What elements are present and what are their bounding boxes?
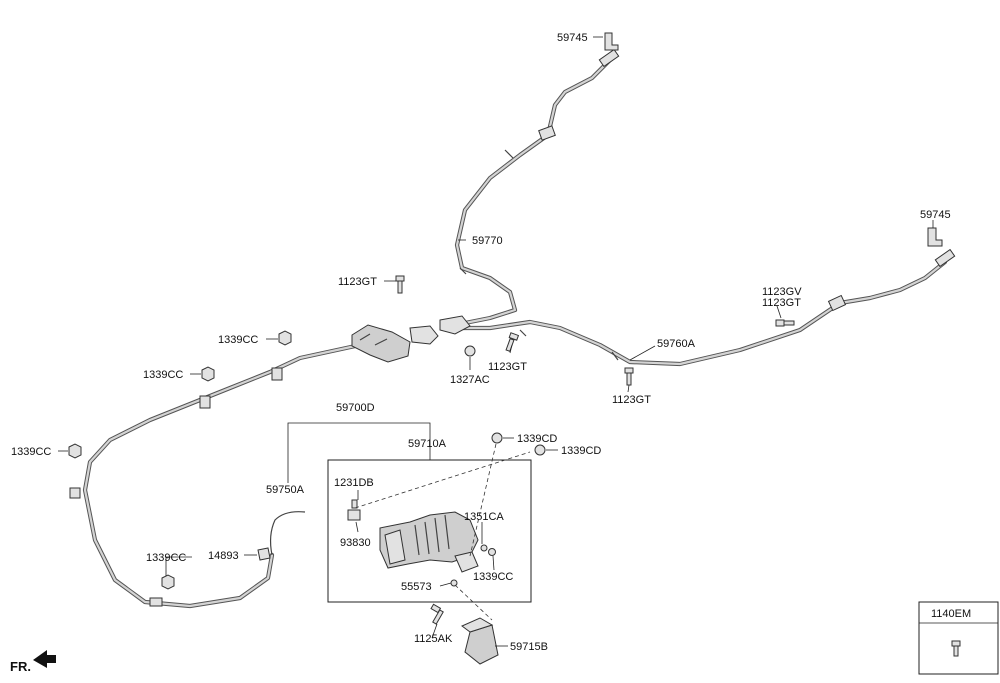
label-1339CD-2: 1339CD <box>561 445 601 457</box>
bolt-1125AK <box>430 603 444 625</box>
label-1231DB: 1231DB <box>334 477 374 489</box>
label-1339CC-1: 1339CC <box>218 334 258 346</box>
label-1351CA: 1351CA <box>464 511 504 523</box>
cable-59750A <box>269 511 306 556</box>
front-arrow-icon <box>33 650 56 668</box>
label-1339CC-box: 1339CC <box>473 571 513 583</box>
label-1339CD-1: 1339CD <box>517 433 557 445</box>
nut-1339CD-2 <box>534 444 546 456</box>
bolt-1123GT-top <box>395 275 405 294</box>
nut-1339CC-1 <box>278 330 292 346</box>
legend-label-1140EM: 1140EM <box>931 608 971 620</box>
brake-actuator-module <box>379 511 479 573</box>
cable-left-lower <box>69 342 363 609</box>
nut-1339CC-4 <box>161 574 175 590</box>
sensor-93830 <box>347 499 361 521</box>
module-59710A-box <box>327 459 532 603</box>
label-59745-right: 59745 <box>920 209 951 221</box>
bolt-1123GV <box>775 319 795 327</box>
label-1123GT-top: 1123GT <box>338 276 377 288</box>
label-1123GT-gv: 1123GT <box>762 297 801 309</box>
label-93830: 93830 <box>340 537 371 549</box>
assy-59700D-bracket <box>287 422 431 483</box>
label-59715B: 59715B <box>510 641 548 653</box>
cover-59715B <box>461 617 499 665</box>
label-1125AK: 1125AK <box>414 633 453 645</box>
label-59770: 59770 <box>472 235 503 247</box>
nut-1351CA <box>480 544 488 552</box>
label-1339CC-2: 1339CC <box>143 369 183 381</box>
nut-1339CC-3 <box>68 443 82 459</box>
label-59760A: 59760A <box>657 338 696 350</box>
label-1327AC: 1327AC <box>450 374 490 386</box>
nut-1339CC-box <box>488 548 496 556</box>
label-14893: 14893 <box>208 550 239 562</box>
nut-1339CC-2 <box>201 366 215 382</box>
clip-14893 <box>257 547 271 561</box>
center-connector <box>439 315 471 335</box>
bolt-1123GT-right <box>624 367 634 386</box>
label-1123GT-mid: 1123GT <box>488 361 527 373</box>
cable-59760A <box>452 248 956 367</box>
nut-1339CD-1 <box>491 432 503 444</box>
label-1339CC-3: 1339CC <box>11 446 51 458</box>
label-59700D: 59700D <box>336 402 375 414</box>
label-1123GT-right: 1123GT <box>612 394 651 406</box>
label-59745-top: 59745 <box>557 32 588 44</box>
legend-box <box>918 601 999 675</box>
equalizer-bracket <box>351 324 439 363</box>
label-55573: 55573 <box>401 581 432 593</box>
bolt-1123GT-mid <box>505 332 520 352</box>
label-59710A: 59710A <box>408 438 447 450</box>
bolt-55573 <box>450 579 458 587</box>
cable-59770 <box>452 48 620 328</box>
clip-59745-top <box>604 32 619 51</box>
clip-59745-right <box>927 227 943 247</box>
nut-1327AC <box>464 345 476 357</box>
front-marker-label: FR. <box>10 659 31 674</box>
label-1339CC-4: 1339CC <box>146 552 186 564</box>
label-1123GV: 1123GV <box>762 286 802 298</box>
label-59750A: 59750A <box>266 484 305 496</box>
